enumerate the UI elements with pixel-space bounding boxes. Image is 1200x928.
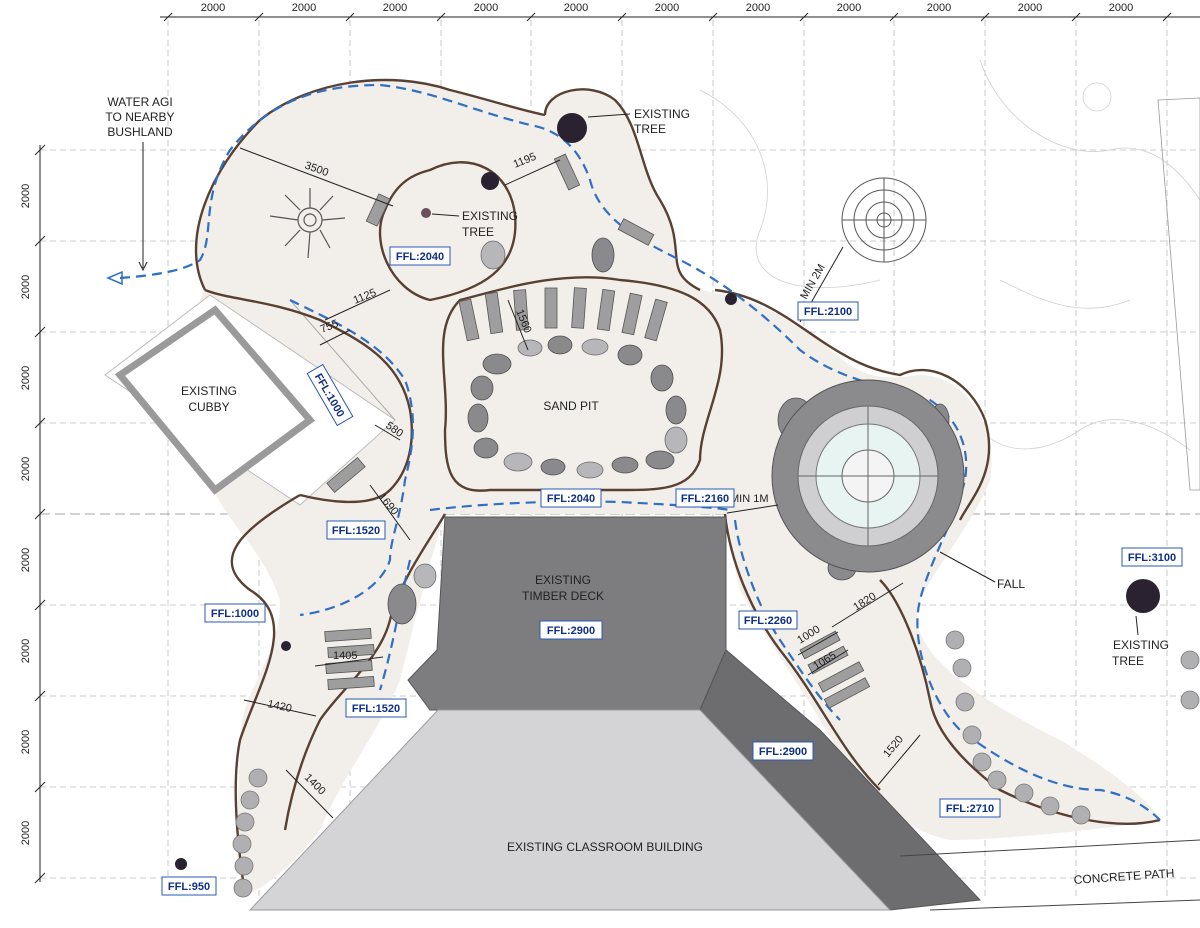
- ffl-tag-2040-b: FFL:2040: [540, 488, 602, 508]
- ffl-text-3100: FFL:3100: [1128, 552, 1176, 564]
- ffl-text-1520-b: FFL:1520: [352, 703, 400, 715]
- concrete-path-label: CONCRETE PATH: [1073, 866, 1175, 887]
- top-dimension-string: 2000 2000 2000 2000 2000 2000 2000 2000 …: [160, 2, 1200, 22]
- ffl-tag-2260: FFL:2260: [738, 610, 798, 630]
- ffl-tag-2040-a: FFL:2040: [389, 246, 451, 266]
- top-dim-6: 2000: [655, 2, 679, 14]
- top-dim-1: 2000: [201, 2, 225, 14]
- tree-leader-c: [1135, 615, 1139, 636]
- existing-cubby: [104, 294, 396, 506]
- ffl-text-2100: FFL:2100: [804, 306, 852, 318]
- top-dim-2: 2000: [292, 2, 316, 14]
- top-dim-11: 2000: [1109, 2, 1133, 14]
- cubby-label-1: EXISTING: [181, 384, 237, 398]
- existing-timber-deck: [407, 516, 727, 711]
- contour-lines: [699, 59, 1200, 491]
- tree-label-b-1: EXISTING: [462, 209, 518, 223]
- ffl-text-2040-b: FFL:2040: [547, 493, 595, 505]
- side-dim-4: 2000: [20, 457, 32, 481]
- tree-dot-a: [725, 293, 737, 305]
- deck-label-2: TIMBER DECK: [522, 589, 604, 603]
- side-dim-6: 2000: [20, 639, 32, 663]
- top-dim-4: 2000: [474, 2, 498, 14]
- circular-feature: [841, 177, 927, 263]
- top-dim-3: 2000: [383, 2, 407, 14]
- side-dim-2: 2000: [20, 275, 32, 299]
- ffl-tag-3100: FFL:3100: [1121, 547, 1183, 567]
- ffl-tag-2900-a: FFL:2900: [539, 620, 603, 640]
- ffl-text-2900-b: FFL:2900: [759, 746, 807, 758]
- fall-label: FALL: [997, 577, 1025, 591]
- tree-label-c-1: EXISTING: [1113, 638, 1169, 652]
- ffl-text-2260: FFL:2260: [744, 615, 792, 627]
- deck-label-1: EXISTING: [535, 573, 591, 587]
- top-dim-9: 2000: [927, 2, 951, 14]
- existing-tree-small: [481, 172, 499, 190]
- fall-leader: [939, 551, 996, 583]
- top-dim-10: 2000: [1018, 2, 1042, 14]
- side-dim-8: 2000: [20, 821, 32, 845]
- sand-pit-rocks: [467, 335, 688, 479]
- dim-1405: 1405: [333, 650, 357, 662]
- side-dimension-string: 2000 2000 2000 2000 2000 2000 2000 2000: [20, 144, 46, 884]
- stepping-stones: [232, 630, 1200, 898]
- existing-tree-right: [1126, 579, 1160, 613]
- ffl-tag-2710: FFL:2710: [939, 798, 1001, 818]
- existing-tree-tiny: [421, 208, 431, 218]
- top-dim-7: 2000: [746, 2, 770, 14]
- side-dim-7: 2000: [20, 730, 32, 754]
- ffl-text-950: FFL:950: [168, 881, 210, 893]
- tree-label-c-2: TREE: [1112, 654, 1144, 668]
- agi-line: [106, 83, 1161, 821]
- tree-label-b-2: TREE: [462, 225, 494, 239]
- tree-label-a-1: EXISTING: [634, 107, 690, 121]
- garden-bed: [195, 80, 1161, 895]
- min-1m-label: MIN 1M: [730, 493, 769, 505]
- top-dim-5: 2000: [564, 2, 588, 14]
- ffl-tag-1000-b: FFL:1000: [204, 603, 266, 623]
- ffl-text-2900-a: FFL:2900: [547, 625, 595, 637]
- side-dim-5: 2000: [20, 548, 32, 572]
- existing-tree-large: [557, 113, 587, 143]
- classroom-label: EXISTING CLASSROOM BUILDING: [507, 840, 703, 854]
- ffl-text-2710: FFL:2710: [946, 803, 994, 815]
- sand-pit-label: SAND PIT: [543, 399, 599, 413]
- ffl-text-1520-a: FFL:1520: [332, 525, 380, 537]
- ffl-tag-1520-b: FFL:1520: [345, 698, 407, 718]
- side-dim-3: 2000: [20, 366, 32, 390]
- ffl-text-2160: FFL:2160: [681, 493, 729, 505]
- tree-leader-b: [431, 213, 460, 217]
- tree-label-a-2: TREE: [634, 122, 666, 136]
- ffl-text-2040-a: FFL:2040: [396, 251, 444, 263]
- play-circle: [771, 379, 965, 573]
- top-dim-8: 2000: [837, 2, 861, 14]
- water-agi-label-2: TO NEARBY: [105, 110, 174, 124]
- water-agi-label-1: WATER AGI: [107, 95, 172, 109]
- water-agi-label-3: BUSHLAND: [107, 125, 173, 139]
- timber-steppers: [324, 153, 871, 709]
- ffl-text-1000-b: FFL:1000: [211, 608, 259, 620]
- ffl-tag-2160: FFL:2160: [675, 488, 735, 508]
- tree-dot-c: [175, 858, 187, 870]
- concrete-path: [899, 839, 1200, 911]
- ffl-tag-2900-b: FFL:2900: [752, 741, 814, 761]
- ffl-tag-950: FFL:950: [161, 876, 217, 896]
- dim-1420: 1420: [266, 698, 292, 715]
- tree-leader-a: [587, 113, 631, 118]
- cubby-label-2: CUBBY: [188, 400, 229, 414]
- existing-classroom-building: [248, 709, 892, 911]
- tree-dot-b: [281, 641, 291, 651]
- side-dim-1: 2000: [20, 184, 32, 208]
- sun-seat: [269, 188, 346, 259]
- ffl-tag-2100: FFL:2100: [797, 301, 859, 321]
- ffl-tag-1520-a: FFL:1520: [326, 520, 386, 540]
